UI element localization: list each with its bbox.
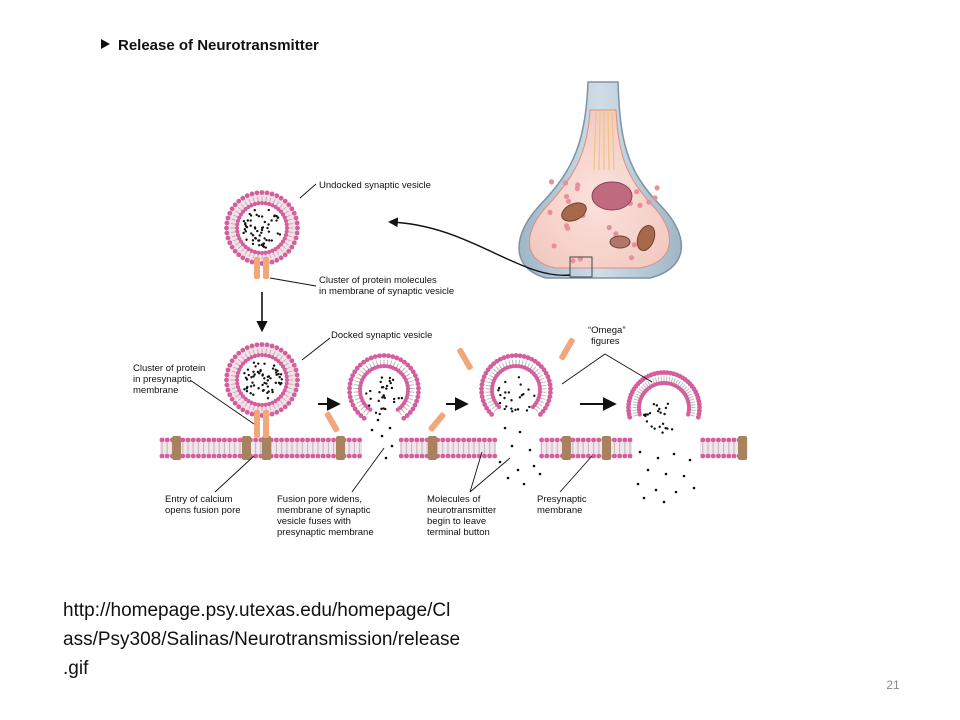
slide-number: 21 [886,678,900,692]
presynaptic-membrane [159,436,748,460]
undocked-vesicle [224,190,300,279]
terminal-button-illustration [518,81,683,279]
label-undocked-vesicle: Undocked synaptic vesicle [319,180,431,191]
diagram-labels: Undocked synaptic vesicle Cluster of pro… [133,180,628,538]
omega-figure-open [626,370,702,504]
mitochondrion [561,202,587,222]
microtubules [593,109,615,171]
label-presynaptic-membrane: Presynaptic membrane [537,494,589,516]
omega-figure-fusion [347,353,421,460]
label-omega-figures: “Omega” figures [588,325,628,347]
vesicle-protein-cluster [263,257,269,279]
mitochondrion [636,224,656,252]
source-url-line: ass/Psy308/Salinas/Neurotransmission/rel… [63,629,461,650]
leader-lines [189,183,653,493]
figure-title-text: Release of Neurotransmitter [118,37,319,54]
vesicle-membrane [224,190,300,266]
source-url-line: .gif [63,658,89,679]
fusion-protein [254,410,260,438]
vesicle-protein-cluster [254,257,260,279]
zoom-box [569,256,593,278]
source-url: http://homepage.psy.utexas.edu/homepage/… [63,596,543,683]
label-docked-vesicle: Docked synaptic vesicle [331,330,432,341]
vesicle-membrane [224,342,300,418]
bullet-triangle-icon [101,39,110,49]
label-neurotransmitter-molecules: Molecules of neurotransmitter begin to l… [427,494,499,538]
figure-title: Release of Neurotransmitter [101,37,319,54]
label-calcium-entry: Entry of calcium opens fusion pore [165,494,241,516]
label-vesicle-protein-cluster: Cluster of protein molecules in membrane… [319,275,454,297]
mitochondrion [609,235,631,249]
golgi-body [591,181,633,211]
released-proteins [324,337,575,433]
omega-figure-release [479,353,553,486]
docked-vesicle [224,342,300,438]
label-presynaptic-protein-cluster: Cluster of protein in presynaptic membra… [133,363,208,396]
source-url-line: http://homepage.psy.utexas.edu/homepage/… [63,600,451,621]
zoom-arrow [388,217,571,276]
label-fusion-pore: Fusion pore widens, membrane of synaptic… [277,494,374,538]
fusion-protein [263,410,269,438]
